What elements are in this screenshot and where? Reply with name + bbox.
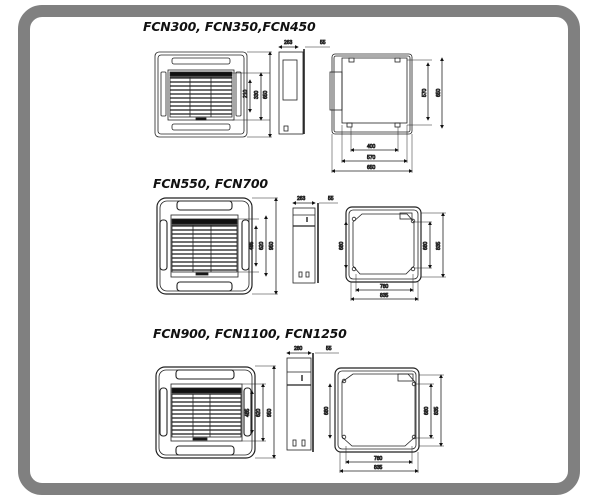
svg-text:835: 835 xyxy=(380,293,389,299)
svg-text:835: 835 xyxy=(374,465,383,471)
section-title-fcn300: FCN300, FCN350,FCN450 xyxy=(143,19,316,34)
svg-text:620: 620 xyxy=(256,408,262,417)
svg-text:570: 570 xyxy=(367,155,376,161)
svg-text:780: 780 xyxy=(380,284,389,290)
svg-text:950: 950 xyxy=(267,408,273,417)
svg-text:835: 835 xyxy=(434,406,440,415)
top-view-small: 570 650 400 570 650 xyxy=(329,53,444,173)
svg-text:263: 263 xyxy=(297,196,306,202)
front-view-large: 485 620 950 xyxy=(155,365,276,459)
svg-text:280: 280 xyxy=(294,346,303,352)
svg-text:680: 680 xyxy=(424,406,430,415)
side-view-small: 263 55 xyxy=(278,40,330,135)
svg-text:835: 835 xyxy=(436,241,442,250)
svg-text:210: 210 xyxy=(243,89,249,98)
svg-text:950: 950 xyxy=(269,241,275,250)
svg-text:55: 55 xyxy=(326,346,332,352)
svg-text:680: 680 xyxy=(324,406,330,415)
svg-text:485: 485 xyxy=(245,408,251,417)
svg-text:263: 263 xyxy=(284,40,293,46)
svg-text:620: 620 xyxy=(259,241,265,250)
svg-text:650: 650 xyxy=(367,165,376,171)
svg-text:680: 680 xyxy=(339,241,345,250)
svg-text:330: 330 xyxy=(254,90,260,99)
svg-text:400: 400 xyxy=(367,144,376,150)
drawing-frame xyxy=(18,5,580,495)
svg-text:650: 650 xyxy=(436,88,442,97)
side-view-medium: 263 55 xyxy=(292,196,338,284)
svg-text:650: 650 xyxy=(263,90,269,99)
svg-text:680: 680 xyxy=(423,241,429,250)
section-title-fcn900: FCN900, FCN1100, FCN1250 xyxy=(153,326,347,341)
section-title-fcn550: FCN550, FCN700 xyxy=(153,176,268,191)
svg-text:570: 570 xyxy=(422,88,428,97)
top-view-large: 680 680 835 780 835 xyxy=(324,367,444,473)
side-view-large: 280 55 xyxy=(286,346,339,452)
svg-text:485: 485 xyxy=(249,241,255,250)
svg-text:55: 55 xyxy=(320,40,326,46)
svg-text:780: 780 xyxy=(374,456,383,462)
front-view-medium: 485 620 950 xyxy=(156,197,278,295)
front-view-small: 210 330 650 xyxy=(154,51,272,138)
top-view-medium: 680 680 835 780 835 xyxy=(339,206,446,301)
svg-text:55: 55 xyxy=(328,196,334,202)
